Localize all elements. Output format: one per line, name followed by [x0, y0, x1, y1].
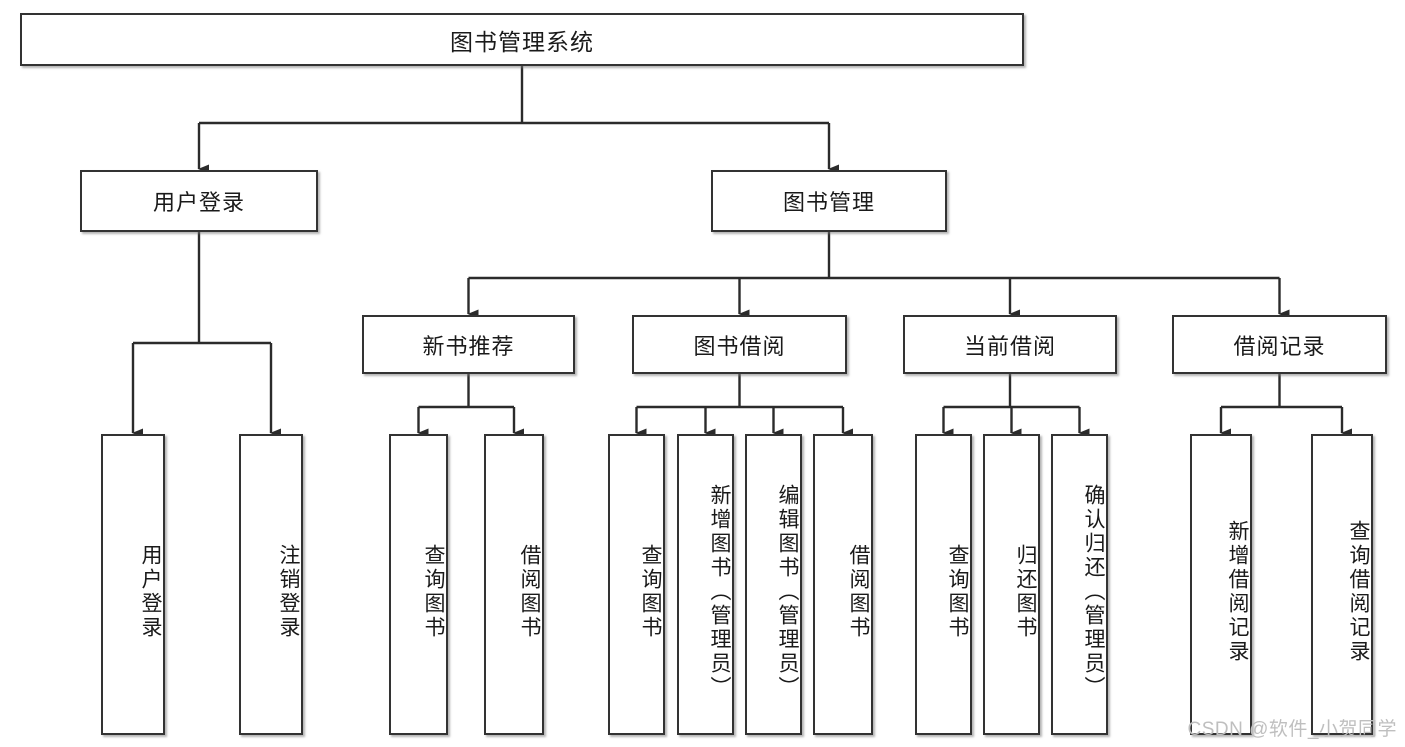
- leaf-record-query-borrow-record[interactable]: 查询借阅记录: [1311, 434, 1373, 735]
- watermark-credit: CSDN @软件_小贺同学: [1187, 719, 1397, 740]
- leaf-record-add-borrow-record[interactable]: 新增借阅记录: [1190, 434, 1252, 735]
- leaf-borrow-query-book[interactable]: 查询图书: [608, 434, 665, 735]
- leaf-current-return-book[interactable]: 归还图书: [983, 434, 1040, 735]
- node-user-login-module[interactable]: 用户登录: [80, 170, 318, 232]
- leaf-user-logout[interactable]: 注销登录: [239, 434, 303, 735]
- leaf-borrow-edit-book-admin[interactable]: 编辑图书（管理员）: [745, 434, 802, 735]
- leaf-new-borrow-book[interactable]: 借阅图书: [484, 434, 544, 735]
- leaf-current-query-book[interactable]: 查询图书: [915, 434, 972, 735]
- node-root[interactable]: 图书管理系统: [20, 13, 1024, 66]
- leaf-borrow-add-book-admin[interactable]: 新增图书（管理员）: [677, 434, 734, 735]
- leaf-user-login[interactable]: 用户登录: [101, 434, 165, 735]
- node-current-borrow[interactable]: 当前借阅: [903, 315, 1117, 374]
- node-new-book-recommend[interactable]: 新书推荐: [362, 315, 575, 374]
- leaf-current-confirm-return-admin[interactable]: 确认归还（管理员）: [1051, 434, 1108, 735]
- node-book-borrow[interactable]: 图书借阅: [632, 315, 847, 374]
- node-book-management-module[interactable]: 图书管理: [711, 170, 947, 232]
- node-borrow-record[interactable]: 借阅记录: [1172, 315, 1387, 374]
- leaf-new-query-book[interactable]: 查询图书: [389, 434, 448, 735]
- leaf-borrow-lend-book[interactable]: 借阅图书: [813, 434, 873, 735]
